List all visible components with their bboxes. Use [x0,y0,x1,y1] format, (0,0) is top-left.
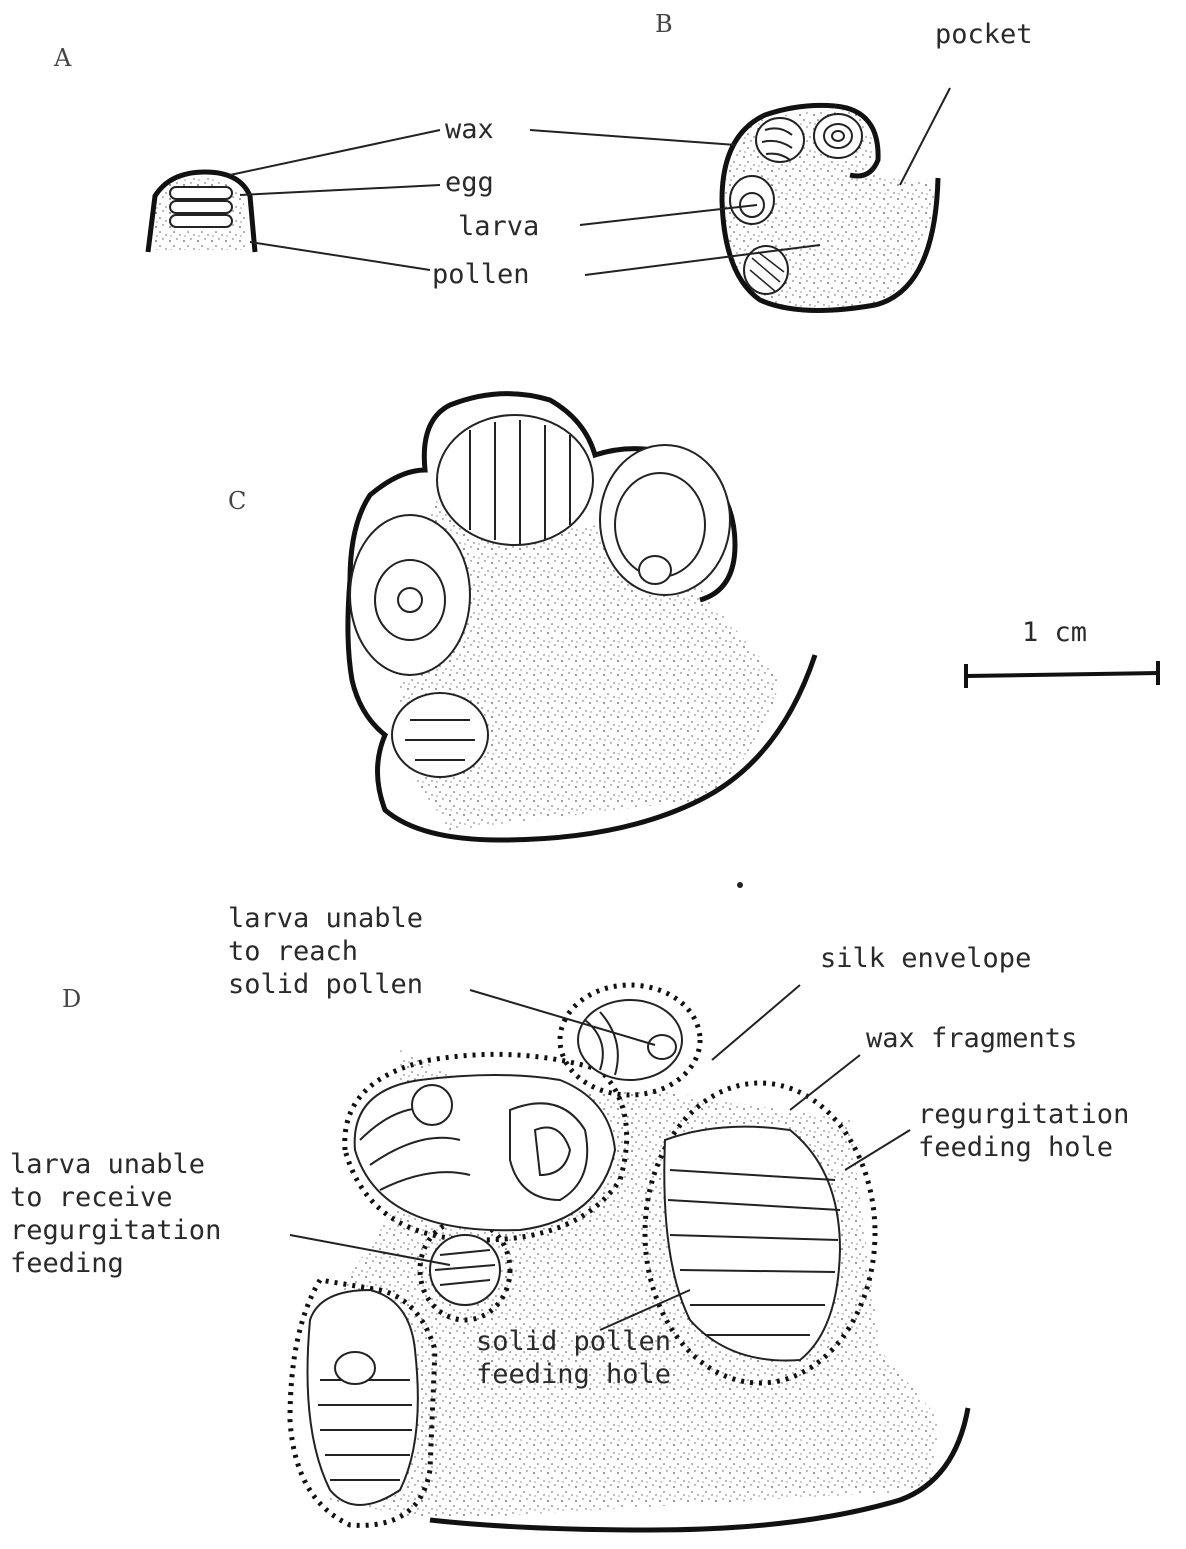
label-wax-fragments: wax fragments [866,1022,1077,1055]
panel-letter-c: C [228,485,246,518]
label-solid-pollen-hole: solid pollen feeding hole [476,1325,671,1391]
label-larva-unable-receive: larva unable to receive regurgitation fe… [10,1148,221,1280]
panel-letter-b: B [655,8,673,41]
panel-letter-a: A [54,42,71,75]
panel-b-cell [722,105,938,311]
label-larva-unable-reach: larva unable to reach solid pollen [228,902,423,1001]
label-wax: wax [445,113,494,146]
panel-a-egg [170,201,232,213]
speck-mark [737,882,743,888]
panel-a-cell [148,172,255,252]
label-silk-envelope: silk envelope [820,942,1031,975]
scale-bar [966,661,1158,688]
label-egg: egg [445,166,494,199]
scale-label: 1 cm [1022,616,1087,649]
label-pollen: pollen [432,258,530,291]
panel-a-egg [170,215,232,227]
panel-c-cell [348,394,815,840]
label-pocket: pocket [935,18,1033,51]
label-larva: larva [458,210,539,243]
label-regurgitation-hole: regurgitation feeding hole [918,1098,1129,1164]
panel-letter-d: D [62,983,81,1016]
panel-a-egg [170,187,232,199]
